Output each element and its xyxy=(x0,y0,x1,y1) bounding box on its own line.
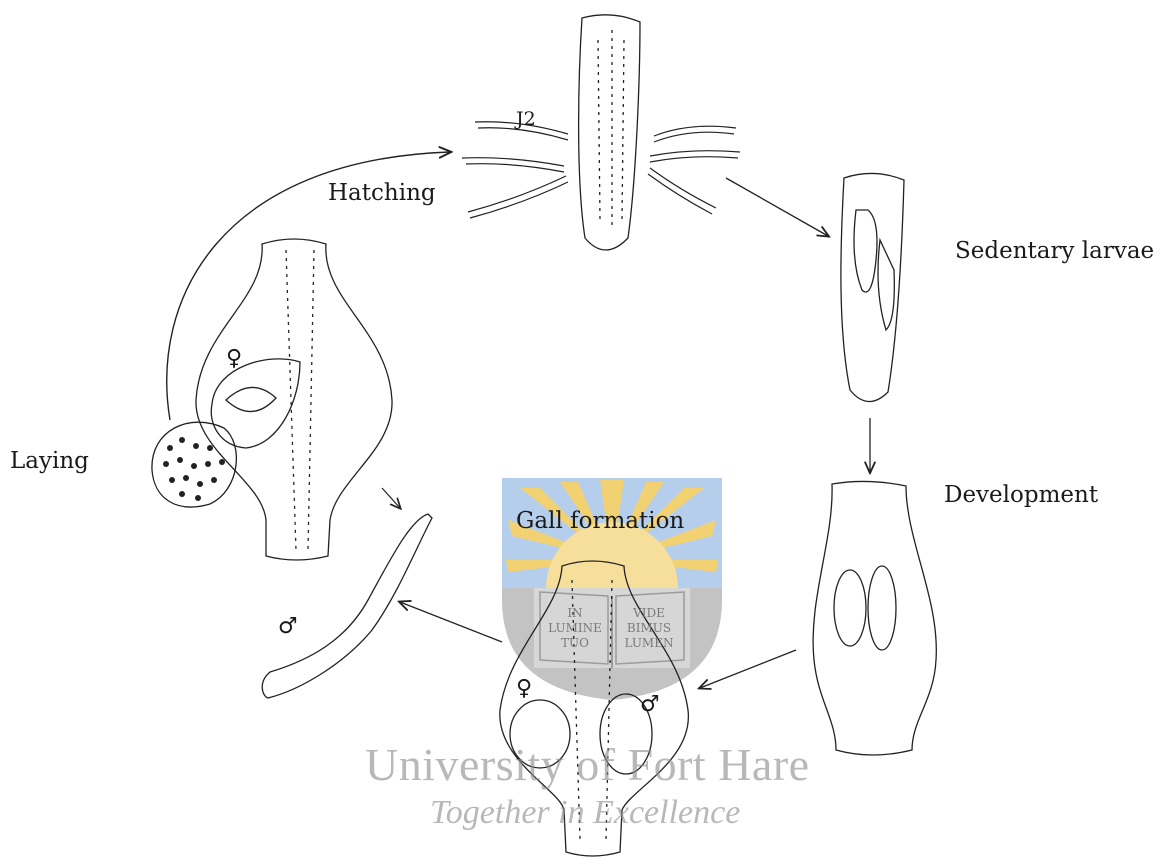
hatching-label: Hatching xyxy=(328,180,436,206)
crest-word: LUMEN xyxy=(620,636,678,651)
crest-motto-right: VIDE BIMUS LUMEN xyxy=(620,606,678,651)
male-symbol-gall: ♂ xyxy=(640,692,660,717)
gall-formation-label: Gall formation xyxy=(516,508,684,534)
to-gall-arrow xyxy=(700,650,796,688)
watermark-university-name: University of Fort Hare xyxy=(365,738,810,791)
j2-juveniles xyxy=(462,122,740,218)
to-male-arrow xyxy=(400,602,502,642)
female-symbol-laying: ♀ xyxy=(226,346,242,371)
development-label: Development xyxy=(944,482,1098,508)
development-root xyxy=(813,481,936,755)
sedentary-larvae-label: Sedentary larvae xyxy=(955,238,1154,264)
crest-word: BIMUS xyxy=(620,621,678,636)
to-sedentary-arrow xyxy=(726,178,828,236)
egg-mass xyxy=(163,437,225,501)
female-symbol-gall: ♀ xyxy=(516,676,532,701)
male-symbol-worm: ♂ xyxy=(278,614,298,639)
root-tip xyxy=(579,15,640,250)
crest-word: LUMINE xyxy=(546,621,604,636)
watermark-motto: Together in Excellence xyxy=(430,794,740,832)
sedentary-root xyxy=(841,173,904,401)
laying-label: Laying xyxy=(10,448,89,474)
crest-word: TUO xyxy=(546,636,604,651)
small-arrow xyxy=(382,488,400,508)
crest-word: IN xyxy=(546,606,604,621)
crest-motto-left: IN LUMINE TUO xyxy=(546,606,604,651)
male-worm xyxy=(262,514,432,698)
j2-label: J2 xyxy=(516,108,536,130)
crest-word: VIDE xyxy=(620,606,678,621)
